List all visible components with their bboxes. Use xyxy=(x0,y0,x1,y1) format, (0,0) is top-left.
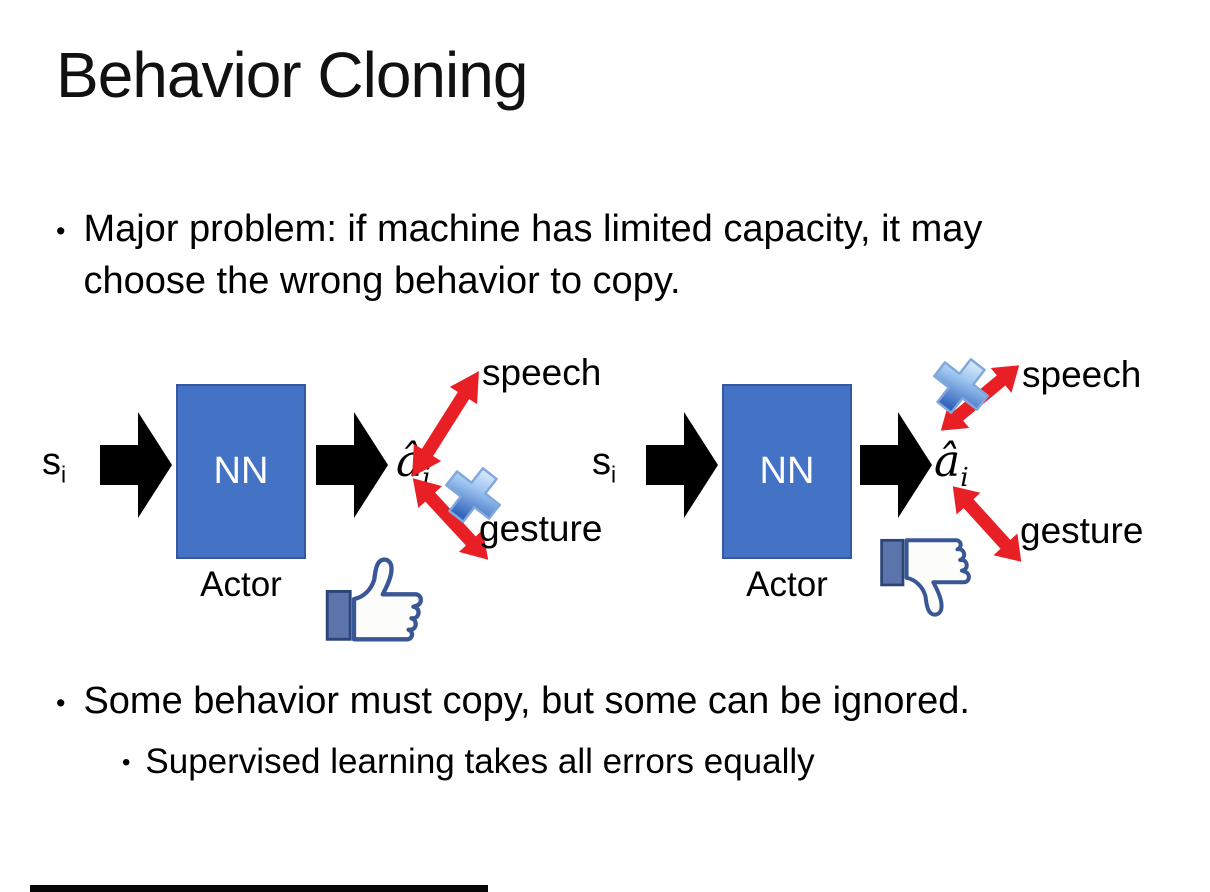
flow-arrow-icon xyxy=(646,412,718,518)
branch-label-speech: speech xyxy=(482,352,602,393)
double-arrow-gesture-icon xyxy=(399,465,502,572)
flow-arrow-icon xyxy=(860,412,932,518)
nn-box: NN xyxy=(176,384,306,559)
input-state-label: si xyxy=(42,441,66,489)
bullet-some-behavior-text: Some behavior must copy, but some can be… xyxy=(83,680,970,722)
branch-label-gesture: gesture xyxy=(1020,510,1144,551)
actor-caption: Actor xyxy=(200,565,282,604)
input-state-symbol: s xyxy=(592,441,611,483)
input-state-subscript: i xyxy=(611,461,617,488)
bullet-major-problem: • Major problem: if machine has limited … xyxy=(54,204,1069,307)
double-arrow-speech-icon xyxy=(396,361,495,487)
bullet-dot: • xyxy=(56,216,66,246)
thumbs-up-icon xyxy=(323,556,431,646)
double-arrow-gesture-icon xyxy=(939,473,1036,574)
branch-label-gesture: gesture xyxy=(479,508,603,549)
input-state-symbol: s xyxy=(42,441,61,483)
cross-x-icon xyxy=(442,464,504,526)
bullet-some-behavior: • Some behavior must copy, but some can … xyxy=(54,676,970,728)
nn-box-label: NN xyxy=(759,450,815,492)
sub-bullet-supervised: • Supervised learning takes all errors e… xyxy=(120,739,815,785)
output-action-symbol: â xyxy=(934,436,961,487)
input-state-subscript: i xyxy=(61,461,67,488)
slide-title: Behavior Cloning xyxy=(56,39,528,111)
cross-x-icon xyxy=(930,355,992,417)
actor-caption: Actor xyxy=(746,565,828,604)
bullet-dot: • xyxy=(56,688,66,718)
output-action-subscript: i xyxy=(960,461,969,493)
bullet-major-problem-text: Major problem: if machine has limited ca… xyxy=(83,208,983,302)
output-action-subscript: i xyxy=(422,461,431,493)
branch-label-speech: speech xyxy=(1022,354,1142,395)
thumbs-down-icon xyxy=(878,533,978,619)
flow-arrow-icon xyxy=(316,412,388,518)
bottom-edge-bar xyxy=(30,885,488,892)
output-action-label: âi xyxy=(934,436,969,493)
flow-arrow-icon xyxy=(100,412,172,518)
input-state-label: si xyxy=(592,441,616,489)
sub-bullet-supervised-text: Supervised learning takes all errors equ… xyxy=(145,742,815,781)
bullet-dot: • xyxy=(122,749,131,776)
nn-box-label: NN xyxy=(213,450,269,492)
nn-box: NN xyxy=(722,384,852,559)
